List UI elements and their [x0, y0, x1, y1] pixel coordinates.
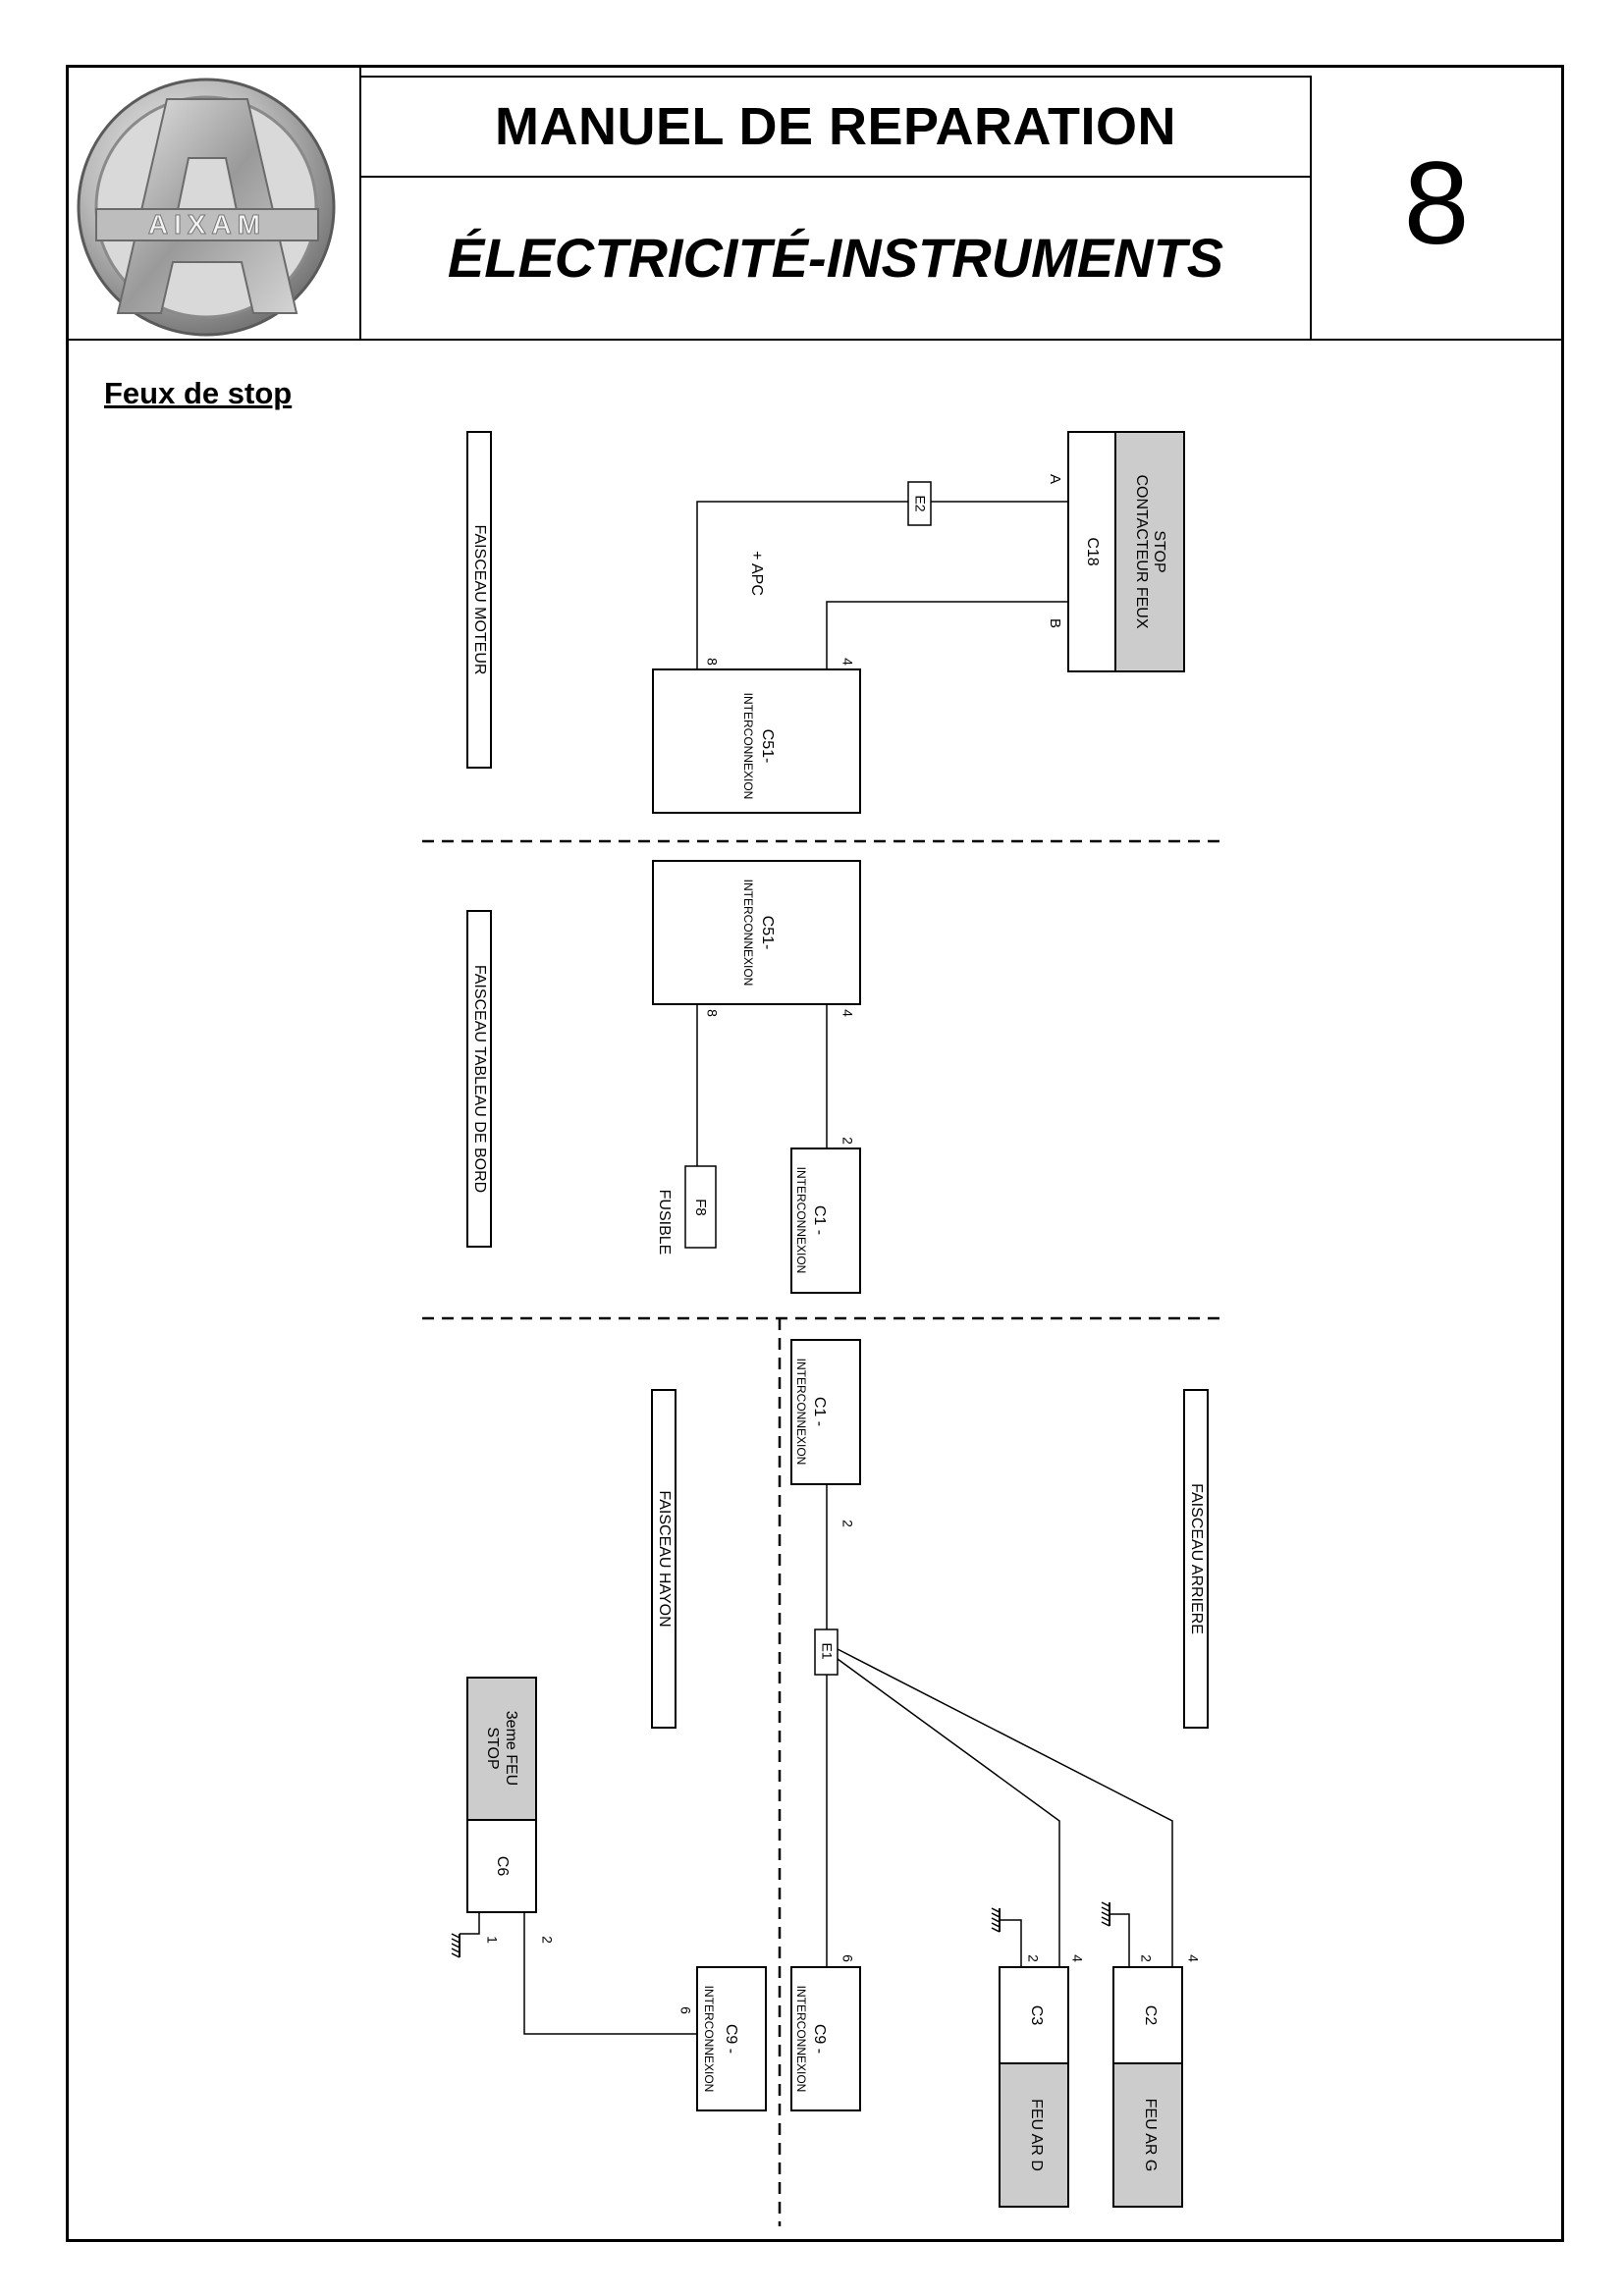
chapter-title: ÉLECTRICITÉ-INSTRUMENTS: [447, 226, 1224, 289]
c51-interconnexion-lower: C51- INTERCONNEXION 8 4: [652, 860, 861, 1017]
svg-text:C51-: C51-: [759, 916, 776, 950]
harness-label-tableau: FAISCEAU TABLEAU DE BORD: [466, 910, 492, 1248]
apc-label: + APC: [748, 551, 765, 596]
svg-text:C2: C2: [1142, 2005, 1159, 2026]
c18-label: C18: [1084, 537, 1101, 565]
wire-a-apc: [696, 501, 908, 669]
wire-c6-ground: [460, 1912, 480, 1935]
svg-text:4: 4: [839, 1009, 855, 1017]
svg-text:2: 2: [839, 1520, 855, 1527]
ground-c3: [991, 1907, 1001, 1933]
svg-text:E1: E1: [819, 1642, 835, 1659]
ground-c2: [1101, 1901, 1110, 1927]
splice-e1: E1: [814, 1629, 839, 1676]
svg-text:3eme FEU: 3eme FEU: [503, 1711, 519, 1786]
svg-text:C3: C3: [1028, 2005, 1045, 2026]
svg-text:CONTACTEUR FEUX: CONTACTEUR FEUX: [1133, 474, 1150, 628]
wire-e1-c3: [837, 1658, 1060, 1967]
svg-text:C51-: C51-: [759, 729, 776, 764]
svg-text:6: 6: [839, 1954, 855, 1962]
svg-text:2: 2: [839, 1137, 855, 1145]
svg-text:6: 6: [677, 2006, 693, 2014]
wiring-diagram: FAISCEAU MOTEUR FAISCEAU TABLEAU DE BORD…: [422, 431, 1227, 2226]
logo-cell: AIXAM: [69, 68, 361, 339]
wire-c3-ground: [1000, 1919, 1022, 1967]
rear-light-left: C2 FEU AR G 2 4: [1112, 1954, 1201, 2208]
c51-interconnexion-upper: C51- INTERCONNEXION 8 4: [652, 658, 861, 814]
svg-text:4: 4: [1069, 1954, 1085, 1962]
svg-text:STOP: STOP: [484, 1727, 501, 1769]
wire-b: [826, 601, 1068, 669]
chapter-number: 8: [1403, 137, 1470, 269]
manual-title: MANUEL DE REPARATION: [361, 76, 1310, 178]
c9-interconnexion-right: C9 - INTERCONNEXION 6: [790, 1954, 861, 2111]
title-cell: MANUEL DE REPARATION ÉLECTRICITÉ-INSTRUM…: [361, 76, 1312, 339]
svg-text:2: 2: [1025, 1954, 1041, 1962]
svg-text:E2: E2: [912, 495, 928, 511]
wire-c2-ground: [1110, 1913, 1130, 1967]
pin-b: B: [1047, 618, 1063, 628]
svg-text:INTERCONNEXION: INTERCONNEXION: [702, 1986, 716, 2093]
svg-text:FUSIBLE: FUSIBLE: [656, 1190, 673, 1255]
svg-text:1: 1: [484, 1936, 500, 1944]
fuse-f8: F8 FUSIBLE: [656, 1165, 717, 1255]
svg-text:4: 4: [839, 658, 855, 666]
svg-text:INTERCONNEXION: INTERCONNEXION: [741, 880, 755, 987]
wire-c6-c9: [523, 1912, 697, 2035]
ground-c6: [451, 1933, 460, 1958]
svg-text:FAISCEAU MOTEUR: FAISCEAU MOTEUR: [471, 525, 488, 675]
page-header: AIXAM MANUEL DE REPARATION ÉLECTRICITÉ-I…: [69, 68, 1561, 341]
svg-text:C1 -: C1 -: [811, 1205, 828, 1235]
svg-text:8: 8: [704, 1009, 720, 1017]
c1-interconnexion-lower: C1 - INTERCONNEXION 2: [790, 1339, 861, 1527]
aixam-logo: AIXAM: [77, 78, 336, 337]
svg-text:INTERCONNEXION: INTERCONNEXION: [794, 1359, 808, 1466]
svg-text:FAISCEAU TABLEAU DE BORD: FAISCEAU TABLEAU DE BORD: [471, 965, 488, 1193]
harness-label-moteur: FAISCEAU MOTEUR: [466, 431, 492, 769]
section-heading: Feux de stop: [104, 376, 293, 410]
svg-text:2: 2: [539, 1936, 555, 1944]
svg-text:4: 4: [1185, 1954, 1201, 1962]
harness-label-hayon: FAISCEAU HAYON: [651, 1389, 677, 1729]
svg-text:FAISCEAU HAYON: FAISCEAU HAYON: [656, 1490, 673, 1627]
svg-text:2: 2: [1138, 1954, 1154, 1962]
svg-text:INTERCONNEXION: INTERCONNEXION: [741, 693, 755, 800]
svg-text:F8: F8: [692, 1199, 709, 1216]
wire-e1-c2: [837, 1648, 1173, 1967]
svg-text:INTERCONNEXION: INTERCONNEXION: [794, 1986, 808, 2093]
svg-text:8: 8: [704, 658, 720, 666]
svg-text:STOP: STOP: [1151, 530, 1167, 572]
svg-text:C9 -: C9 -: [811, 2024, 828, 2054]
third-brake-light: 3eme FEU STOP C6 1 2: [466, 1677, 555, 1944]
c1-interconnexion-middle: C1 - INTERCONNEXION 2: [790, 1137, 861, 1294]
svg-text:C6: C6: [494, 1856, 511, 1877]
svg-text:FAISCEAU ARRIERE: FAISCEAU ARRIERE: [1188, 1483, 1205, 1634]
harness-label-arriere: FAISCEAU ARRIERE: [1183, 1389, 1209, 1729]
splice-e2: E2: [907, 481, 932, 526]
pin-a: A: [1047, 474, 1063, 484]
svg-text:C9 -: C9 -: [723, 2024, 739, 2054]
svg-text:C1 -: C1 -: [811, 1397, 828, 1426]
svg-text:FEU AR D: FEU AR D: [1028, 2099, 1045, 2171]
contacteur-feux-stop: CONTACTEUR FEUX STOP C18 A B: [1047, 431, 1185, 672]
c9-interconnexion-left: C9 - INTERCONNEXION 6: [677, 1966, 767, 2111]
svg-text:FEU AR G: FEU AR G: [1142, 2099, 1159, 2172]
logo-text: AIXAM: [148, 209, 266, 240]
page-frame: AIXAM MANUEL DE REPARATION ÉLECTRICITÉ-I…: [66, 65, 1564, 2242]
rear-light-right: C3 FEU AR D 2 4: [999, 1954, 1085, 2208]
svg-text:INTERCONNEXION: INTERCONNEXION: [794, 1167, 808, 1274]
